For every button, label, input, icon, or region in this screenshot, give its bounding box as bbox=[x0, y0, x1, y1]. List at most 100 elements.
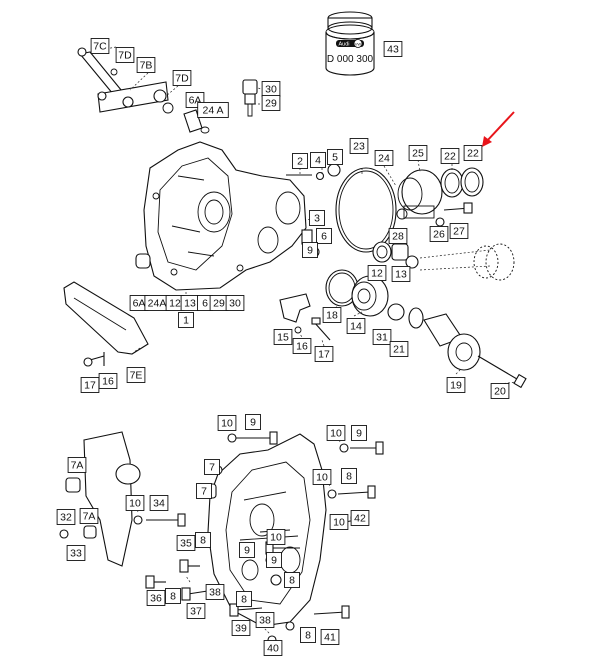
callout-label-17b: 17 bbox=[84, 380, 96, 392]
callout-9b: 9 bbox=[351, 425, 367, 441]
callout-9t: 9 bbox=[302, 242, 318, 258]
callout-30b: 30 bbox=[225, 295, 245, 311]
callout-7A2: 7A bbox=[79, 508, 99, 524]
callout-29: 29 bbox=[261, 95, 281, 111]
callout-label-13b: 13 bbox=[184, 298, 196, 310]
callout-label-38: 38 bbox=[209, 587, 221, 599]
callout-label-10f: 10 bbox=[270, 532, 282, 544]
callout-25: 25 bbox=[408, 145, 428, 161]
callout-label-29b: 29 bbox=[213, 298, 225, 310]
callout-7A: 7A bbox=[67, 457, 87, 473]
callout-18: 18 bbox=[322, 307, 342, 323]
callout-label-7c2: 7 bbox=[201, 486, 207, 498]
callout-label-7C: 7C bbox=[93, 41, 107, 53]
callout-label-6: 6 bbox=[321, 231, 327, 243]
callout-15: 15 bbox=[273, 329, 293, 345]
callout-label-9b: 9 bbox=[356, 428, 362, 440]
callout-16: 16 bbox=[292, 338, 312, 354]
callout-label-22b: 22 bbox=[467, 148, 479, 160]
callout-label-19: 19 bbox=[450, 380, 462, 392]
callout-label-4: 4 bbox=[315, 155, 321, 167]
callout-37: 37 bbox=[186, 603, 206, 619]
callout-label-9c: 9 bbox=[244, 545, 250, 557]
highlight-arrow bbox=[482, 111, 515, 147]
jar-logo-audi: Audi bbox=[338, 42, 349, 48]
callout-label-37: 37 bbox=[190, 606, 202, 618]
output-shaft bbox=[419, 243, 515, 281]
callout-26: 26 bbox=[429, 226, 449, 242]
callout-label-21: 21 bbox=[393, 344, 405, 356]
callout-label-33: 33 bbox=[70, 548, 82, 560]
callout-label-24A: 24 A bbox=[202, 105, 223, 117]
callout-label-23: 23 bbox=[353, 141, 365, 153]
callout-label-32: 32 bbox=[60, 512, 72, 524]
grease-jar: Audi VW D 000 300 bbox=[325, 11, 375, 76]
callout-12b: 12 bbox=[165, 295, 185, 311]
callout-17: 17 bbox=[314, 346, 334, 362]
bearing-12-13-28 bbox=[372, 241, 419, 269]
callout-2: 2 bbox=[292, 153, 308, 169]
callout-33: 33 bbox=[66, 545, 86, 561]
callout-label-16: 16 bbox=[296, 341, 308, 353]
callout-label-8c: 8 bbox=[170, 591, 176, 603]
callout-label-8e: 8 bbox=[289, 575, 295, 587]
callout-31: 31 bbox=[372, 329, 392, 345]
callout-24A: 24 A bbox=[197, 102, 229, 118]
callout-13: 13 bbox=[391, 266, 411, 282]
callout-7D2: 7D bbox=[172, 70, 192, 86]
callout-label-9d: 9 bbox=[271, 555, 277, 567]
callout-label-16b: 16 bbox=[102, 376, 114, 388]
callout-label-30: 30 bbox=[265, 84, 277, 96]
callout-34: 34 bbox=[149, 495, 169, 511]
callout-label-15: 15 bbox=[277, 332, 289, 344]
callout-label-1: 1 bbox=[183, 315, 189, 327]
callout-label-13: 13 bbox=[395, 269, 407, 281]
plug-7 bbox=[135, 253, 151, 269]
callout-label-35: 35 bbox=[180, 538, 192, 550]
callout-label-18: 18 bbox=[326, 310, 338, 322]
callout-8b: 8 bbox=[195, 532, 211, 548]
callout-7B: 7B bbox=[136, 57, 156, 73]
callout-23: 23 bbox=[349, 138, 369, 154]
callout-label-8d: 8 bbox=[241, 594, 247, 606]
callout-label-20: 20 bbox=[494, 386, 506, 398]
callout-label-39: 39 bbox=[235, 623, 247, 635]
callout-7c2: 7 bbox=[196, 483, 212, 499]
callout-9d: 9 bbox=[266, 552, 282, 568]
callout-4: 4 bbox=[310, 152, 326, 168]
callout-38b: 38 bbox=[255, 612, 275, 628]
callout-label-6b: 6 bbox=[202, 298, 208, 310]
plugs-2-4-5 bbox=[286, 163, 341, 181]
callout-label-38b: 38 bbox=[259, 615, 271, 627]
callout-1: 1 bbox=[178, 312, 194, 328]
callout-24: 24 bbox=[374, 150, 394, 166]
callout-36: 36 bbox=[146, 590, 166, 606]
callout-label-12: 12 bbox=[371, 268, 383, 280]
callout-label-10e: 10 bbox=[333, 517, 345, 529]
callout-8e: 8 bbox=[284, 572, 300, 588]
callout-7E: 7E bbox=[126, 367, 146, 383]
callout-22b: 22 bbox=[463, 145, 483, 161]
flange-14 bbox=[351, 275, 389, 317]
drive-flange-19 bbox=[423, 313, 527, 389]
callout-label-7A2: 7A bbox=[83, 511, 96, 523]
callout-label-22a: 22 bbox=[444, 151, 456, 163]
callout-16b: 16 bbox=[98, 373, 118, 389]
callout-12: 12 bbox=[367, 265, 387, 281]
bracket-15 bbox=[279, 293, 331, 341]
callout-8d: 8 bbox=[236, 591, 252, 607]
callout-3: 3 bbox=[309, 210, 325, 226]
gasket-ring-23 bbox=[335, 167, 397, 253]
callout-label-24: 24 bbox=[378, 153, 390, 165]
callout-8f: 8 bbox=[300, 627, 316, 643]
callout-22a: 22 bbox=[440, 148, 460, 164]
callout-32: 32 bbox=[56, 509, 76, 525]
callout-30: 30 bbox=[261, 81, 281, 97]
callout-24A2: 24A bbox=[144, 295, 170, 311]
callout-19: 19 bbox=[446, 377, 466, 393]
callout-43: 43 bbox=[383, 41, 403, 57]
callout-13b: 13 bbox=[180, 295, 200, 311]
callout-label-25: 25 bbox=[412, 148, 424, 160]
